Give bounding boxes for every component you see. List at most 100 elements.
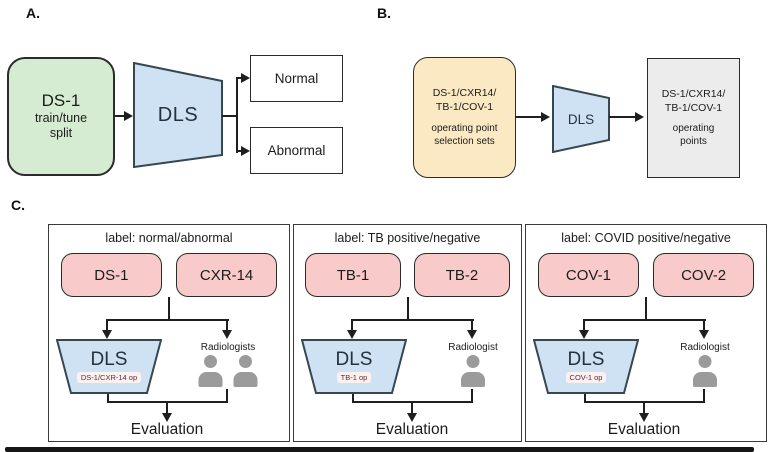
b-src-name1: DS-1/CXR14/ [432,87,497,100]
radiologist-icon [460,355,486,387]
b-out-desc2: points [680,136,707,148]
connector-a2 [222,115,238,117]
b-out-desc1: operating [672,123,715,135]
panel-c-label: C. [11,197,25,213]
dataset-box-ds1: DS-1 [61,253,162,297]
branch-bottom-a [236,150,242,152]
panel-title: label: normal/abnormal [105,231,233,245]
split-line [351,319,474,321]
arrowhead-to-readers [699,330,709,339]
normal-box: Normal [250,55,343,102]
stem-line [168,297,170,320]
radiologist-icons [198,355,259,387]
eval-line [411,402,413,414]
radiologist-icons [460,355,486,387]
arrowhead-a1 [124,111,133,121]
branch-line-a [236,77,238,153]
stem-line [406,297,409,320]
dls-block: DLS TB-1 op [301,339,407,394]
dataset-box-cov1: COV-1 [538,253,639,297]
ds1-title: DS-1 [41,91,81,111]
dataset-label: TB-2 [445,266,479,284]
b-out-name2: TB-1/COV-1 [664,101,723,114]
readers-label: Radiologist [680,342,730,353]
ds1-sub1: train/tune [34,110,88,125]
split-line [583,319,706,321]
ds1-sub2: split [49,126,73,141]
dls-out-line [352,394,354,403]
dls-label-a: DLS [157,103,199,126]
dataset-label: TB-1 [336,266,370,284]
left-branch [351,319,353,331]
abnormal-label: Abnormal [267,143,326,158]
eval-line [166,402,168,414]
dataset-box-tb2: TB-2 [414,253,510,297]
abnormal-box: Abnormal [250,127,343,174]
connector-b1 [516,116,542,118]
normal-label: Normal [274,71,319,86]
arrowhead-to-dls [347,330,357,339]
arrowhead-to-readers [222,330,232,339]
dls-label-b: DLS [567,111,595,127]
readers-label: Radiologists [200,342,256,353]
arrowhead-to-eval [639,413,649,422]
arrowhead-to-dls [579,330,589,339]
evaluation-label: Evaluation [607,421,681,438]
evaluation-label: Evaluation [130,421,204,438]
arrowhead-to-readers [467,330,477,339]
arrowhead-normal [241,73,250,83]
dataset-box-cov2: COV-2 [653,253,754,297]
connector-b2 [609,116,636,118]
radiologist-icon [198,355,224,387]
b-src-name2: TB-1/COV-1 [435,101,494,113]
readers-out-line [471,389,473,403]
arrowhead-b1 [541,112,550,122]
dls-trapezoid-b [552,85,610,153]
left-branch [583,319,585,331]
operating-point-badge: COV-1 op [565,371,607,383]
arrowhead-to-dls [102,330,112,339]
panel-a-label: A. [26,5,40,21]
readers-out-line [703,389,705,403]
radiologist-icon [233,355,259,387]
eval-panel-normal-abnormal: label: normal/abnormal DS-1 CXR-14 DLS D… [48,224,290,442]
arrowhead-abnormal [241,146,250,156]
dataset-label: DS-1 [94,266,129,284]
dataset-label: COV-2 [681,266,727,284]
dataset-box-tb1: TB-1 [305,253,401,297]
dls-trapezoid [301,339,407,394]
eval-panel-covid: label: COVID positive/negative COV-1 COV… [525,224,767,442]
dls-trapezoid [533,339,639,394]
dls-block: DLS COV-1 op [533,339,639,394]
eval-panel-tb: label: TB positive/negative TB-1 TB-2 DL… [293,224,522,442]
operating-point-badge: DS-1/CXR-14 op [76,371,142,383]
radiologist-icons [692,355,718,387]
bottom-divider [5,447,754,452]
dls-out-line [107,394,109,403]
dataset-label: CXR-14 [199,266,254,284]
right-branch [703,319,705,331]
operating-points-box: DS-1/CXR14/ TB-1/COV-1 operating points [647,58,740,178]
operating-point-badge: TB-1 op [336,371,372,383]
eval-line [643,402,645,414]
panel-title: label: COVID positive/negative [561,231,731,245]
left-branch [106,319,108,331]
dataset-box-cxr14: CXR-14 [176,253,277,297]
panel-title: label: TB positive/negative [334,231,481,245]
b-src-desc1: operating point [431,122,498,134]
dls-block: DLS DS-1/CXR-14 op [56,339,162,394]
evaluation-label: Evaluation [375,421,449,438]
dls-out-line [584,394,586,403]
connector-a1 [115,115,127,117]
b-out-name1: DS-1/CXR14/ [661,87,726,100]
b-src-desc2: selection sets [434,135,495,147]
stem-line [645,297,647,320]
dls-label: DLS [90,349,128,371]
dls-label: DLS [567,349,605,371]
arrowhead-b2 [635,112,644,122]
right-branch [226,319,228,331]
radiologist-icon [692,355,718,387]
dls-label: DLS [335,349,373,371]
arrowhead-to-eval [162,413,172,422]
